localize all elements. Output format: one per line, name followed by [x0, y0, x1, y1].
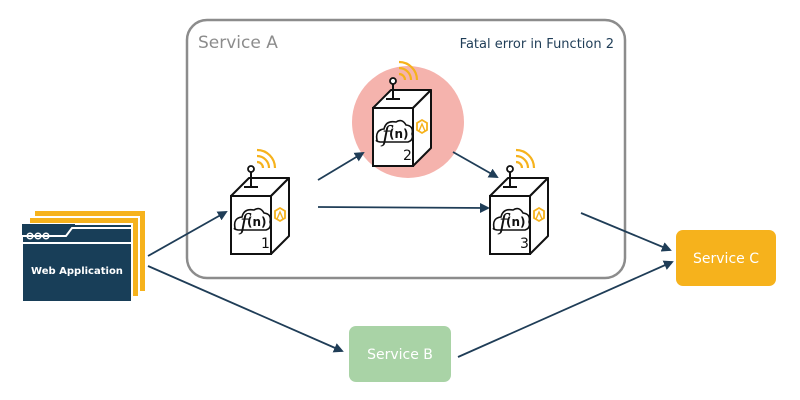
function-index: 3	[520, 236, 529, 252]
arrow-webapp-to-service-b	[147, 265, 344, 353]
service-b-node[interactable]: Service B	[349, 326, 451, 382]
browser-tab-outline	[22, 227, 132, 237]
arrow-function-1-to-function-2	[317, 151, 365, 181]
service-a-container	[185, 18, 627, 280]
function-cube-icon	[488, 148, 550, 256]
window-dot-icon	[42, 232, 50, 240]
service-c-box	[676, 230, 776, 286]
browser-tab	[22, 224, 75, 236]
arrow-webapp-to-function-1	[147, 211, 228, 257]
function-arg: (n)	[389, 127, 409, 141]
function-cube-icon	[229, 148, 291, 256]
service-c-label: Service C	[693, 251, 759, 267]
arrow-function-3-to-service-c	[580, 212, 672, 252]
arrow-service-b-to-service-c	[457, 260, 674, 358]
function-index: 1	[261, 236, 270, 252]
service-a-title: Service A	[198, 33, 278, 53]
service-b-label: Service B	[367, 347, 433, 363]
window-dot-icon	[34, 232, 42, 240]
arrow-function-1-to-function-3	[317, 202, 490, 213]
window-dot-icon	[26, 232, 34, 240]
function-1-node[interactable]: f (n) 1	[229, 148, 291, 256]
arrow-function-2-to-function-3	[452, 151, 499, 178]
service-b-box	[349, 326, 451, 382]
function-arg: (n)	[506, 215, 526, 229]
service-c-node[interactable]: Service C	[676, 230, 776, 286]
function-index: 2	[403, 148, 412, 164]
function-arg: (n)	[247, 215, 267, 229]
web-application-node[interactable]: Web Application	[21, 211, 145, 303]
function-3-node[interactable]: f (n) 3	[488, 148, 550, 256]
error-message: Fatal error in Function 2	[460, 37, 614, 52]
function-2-node[interactable]: f (n) 2	[371, 60, 433, 168]
web-application-label: Web Application	[31, 266, 123, 277]
